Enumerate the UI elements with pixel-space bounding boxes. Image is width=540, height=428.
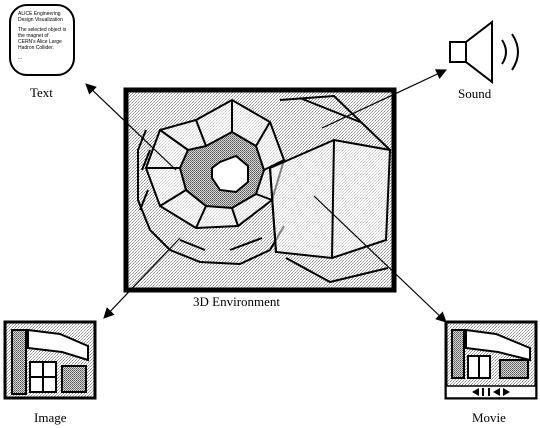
magnet-structure (137, 94, 392, 284)
pause-icon[interactable] (482, 388, 490, 396)
image-thumbnail (3, 320, 97, 400)
environment-label: 3D Environment (193, 294, 281, 309)
speaker-icon (449, 19, 519, 85)
arrow-to-text (85, 83, 177, 171)
arrow-to-sound (321, 69, 447, 129)
arrow-to-image (103, 237, 181, 319)
movie-controls (448, 387, 534, 397)
text-document-title: ALICE Engineering Design Visualization (18, 11, 63, 23)
movie-label: Movie (472, 410, 506, 425)
arrow-to-movie (313, 195, 447, 323)
step-back-icon[interactable] (493, 388, 500, 396)
text-document: ALICE Engineering Design Visualization T… (9, 4, 75, 76)
rewind-icon[interactable] (472, 388, 479, 396)
connector-arrows (85, 69, 447, 323)
environment-panel (123, 87, 397, 293)
image-label: Image (34, 410, 67, 425)
text-document-ellipsis: ... (18, 55, 23, 61)
movie-thumbnail (444, 320, 538, 400)
sound-label: Sound (458, 86, 492, 101)
play-icon[interactable] (503, 388, 510, 396)
text-label: Text (30, 85, 53, 100)
text-document-body: The selected object is the magnet of CER… (18, 27, 67, 51)
